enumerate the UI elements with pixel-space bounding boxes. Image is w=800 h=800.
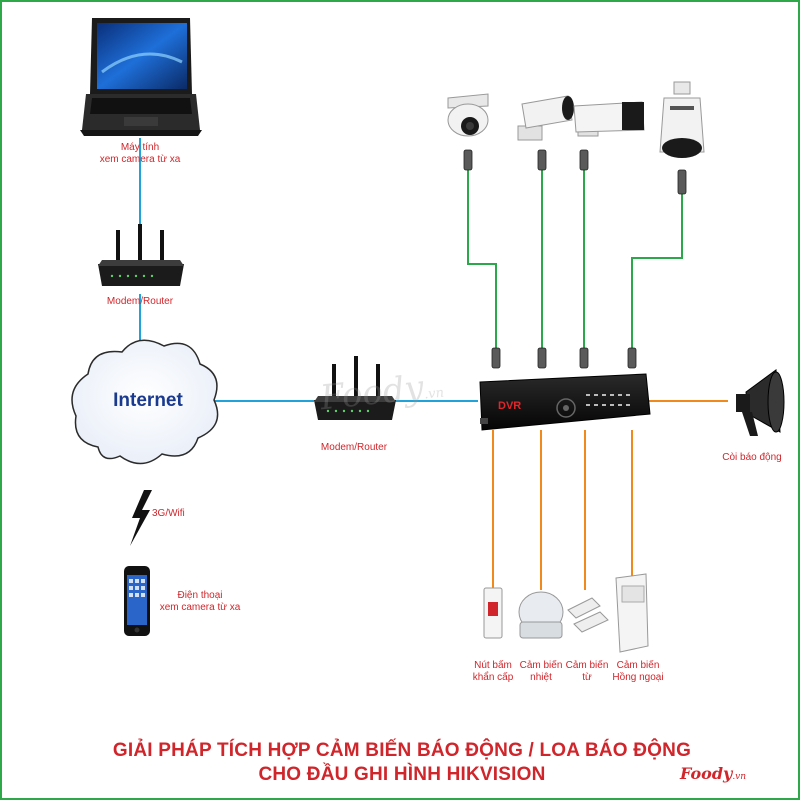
sensor-lines <box>492 400 728 590</box>
wireless-label: 3G/Wifi <box>152 508 185 519</box>
panic-button-icon <box>483 587 503 639</box>
siren-label: Còi báo động <box>722 452 782 463</box>
lightning-icon <box>130 490 152 546</box>
network-lines <box>139 138 478 402</box>
camera-lines <box>467 170 683 350</box>
diagram-title-line2: CHO ĐẦU GHI HÌNH HIKVISION <box>258 764 546 785</box>
router-icon <box>314 356 396 420</box>
bnc-connectors <box>463 149 687 369</box>
smartphone-icon <box>124 566 150 636</box>
dome-camera-icon <box>447 93 489 137</box>
bullet-camera-icon <box>573 101 645 137</box>
cloud-icon <box>71 339 219 465</box>
router-top-label: Modem/Router <box>106 296 174 307</box>
dvr-label: DVR <box>498 400 522 412</box>
router-icon <box>98 224 184 286</box>
diagram-title-line1: GIẢI PHÁP TÍCH HỢP CẢM BIẾN BÁO ĐỘNG / L… <box>112 740 692 761</box>
ptz-camera-icon <box>659 81 705 158</box>
foody-logo: Foody.vn <box>680 764 747 783</box>
laptop-icon <box>80 18 202 136</box>
pir-sensor-icon <box>615 573 649 653</box>
magnetic-sensor-icon <box>567 597 609 633</box>
heat-sensor-icon <box>518 591 564 639</box>
line-camera-4 <box>631 194 683 350</box>
siren-icon <box>736 369 785 436</box>
dvr-recorder-icon <box>479 373 651 431</box>
internet-label: Internet <box>113 390 183 411</box>
router-mid-label: Modem/Router <box>320 442 388 453</box>
line-camera-1 <box>467 170 497 350</box>
bullet-camera-icon <box>517 95 574 141</box>
